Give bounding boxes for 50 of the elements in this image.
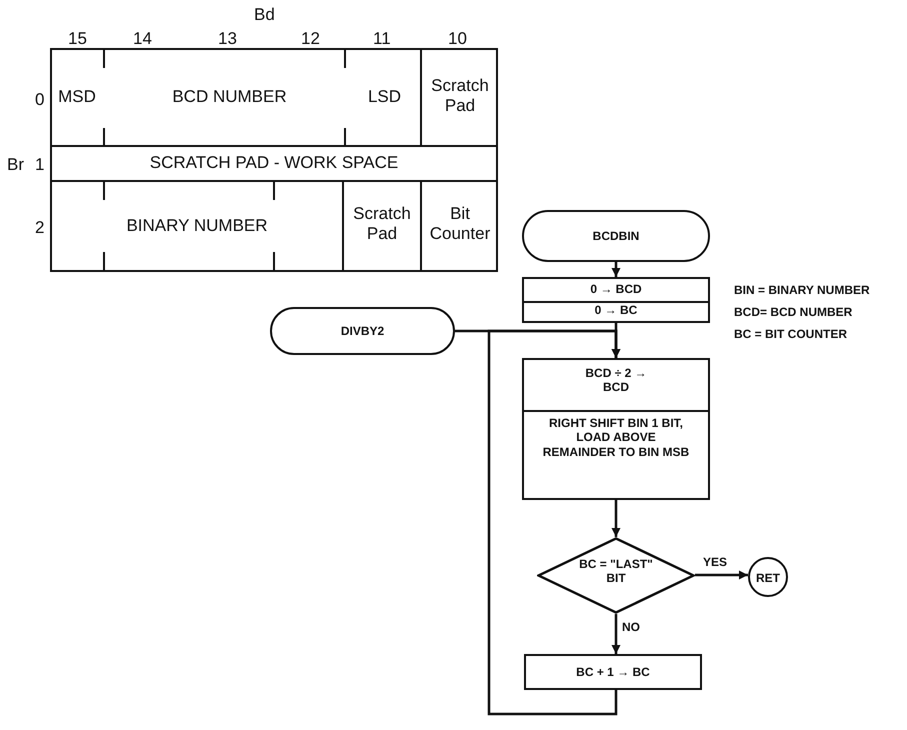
node-text: DIVBY2 (340, 324, 386, 338)
terminal-box (270, 307, 455, 355)
arrow (695, 570, 748, 580)
node-text: BCDBIN (592, 229, 640, 244)
arrow (488, 330, 620, 716)
edge-label: YES (702, 555, 728, 569)
definition-note: BIN = BINARY NUMBER (734, 283, 870, 297)
terminal-box (522, 210, 710, 262)
bit-number: 11 (373, 29, 391, 49)
node-text: BCD NUMBER (171, 87, 288, 108)
register-cell (50, 180, 344, 272)
process-box (522, 358, 710, 500)
bit-number: 15 (68, 29, 87, 49)
axis-label: Bd (254, 5, 275, 25)
node-text: Scratch Pad (430, 76, 490, 117)
node-text: Scratch Pad (352, 204, 412, 245)
node-text: BINARY NUMBER (125, 216, 269, 236)
node-text: BC + 1 → BC (575, 665, 651, 680)
node-text: MSD (57, 87, 97, 108)
node-text: RET (755, 571, 781, 586)
register-cell (50, 145, 498, 182)
connector-circle (748, 557, 788, 597)
bit-number: 14 (133, 29, 152, 49)
bit-number: 10 (448, 29, 467, 49)
row-number: 2 (35, 218, 44, 238)
arrow (612, 262, 620, 277)
register-cell (420, 180, 498, 272)
register-cell (50, 48, 422, 147)
process-box (524, 654, 702, 690)
bit-number: 12 (301, 29, 320, 49)
node-text: 0 → BC (594, 303, 638, 318)
definition-note: BC = BIT COUNTER (734, 327, 848, 341)
arrow (612, 614, 620, 654)
row-number: 1 (35, 155, 44, 175)
axis-label: Br (7, 155, 24, 175)
node-text: BCD ÷ 2 → BCD (584, 366, 648, 395)
decision-diamond (537, 537, 695, 614)
register-cell (420, 48, 498, 147)
node-text: BC = "LAST" BIT (578, 557, 654, 586)
edge-label: NO (621, 620, 641, 634)
process-box (522, 277, 710, 323)
arrow (612, 500, 620, 537)
node-text: LSD (366, 87, 402, 108)
node-text: RIGHT SHIFT BIN 1 BIT, LOAD ABOVE REMAINDER TO BIN MSB (542, 416, 690, 460)
row-number: 0 (35, 90, 44, 110)
node-text: 0 → BCD (589, 282, 643, 296)
bit-number: 13 (218, 29, 237, 49)
node-text: SCRATCH PAD - WORK SPACE (148, 153, 400, 174)
node-text: Bit Counter (428, 204, 492, 245)
definition-note: BCD= BCD NUMBER (734, 305, 852, 319)
